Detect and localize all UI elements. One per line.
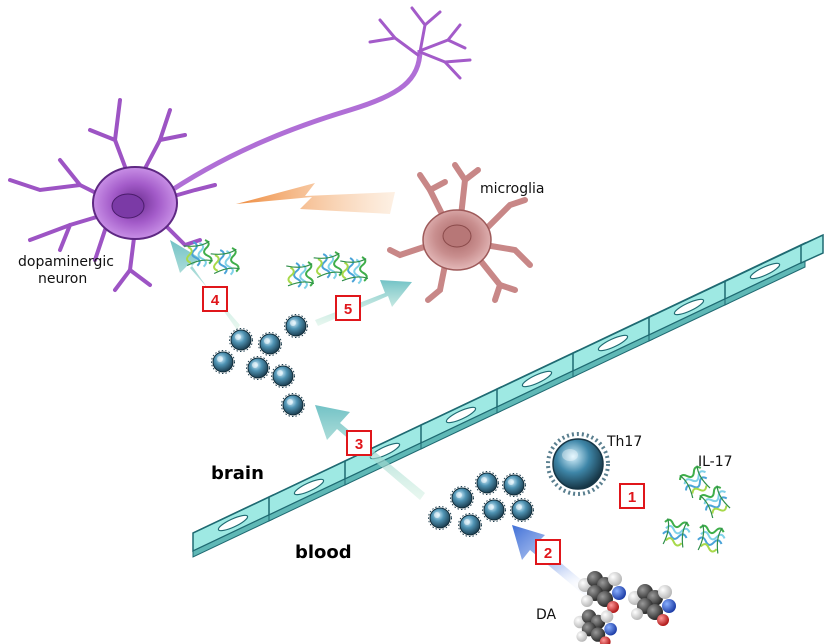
th17-cell-icon <box>546 432 610 496</box>
microglia-label: microglia <box>480 181 544 197</box>
lightning-bolt-icon <box>236 183 395 214</box>
da-label: DA <box>536 607 557 623</box>
svg-text:2: 2 <box>544 545 552 562</box>
neuron-axon <box>158 49 423 201</box>
il17-protein-icon <box>182 238 370 291</box>
barrier-cell <box>420 386 502 450</box>
tcell <box>428 506 452 530</box>
svg-text:4: 4 <box>211 292 220 309</box>
step-marker-2: 2 <box>535 539 561 565</box>
tcell <box>482 498 506 522</box>
axon-terminal <box>368 6 472 80</box>
neuron-icon <box>8 6 472 292</box>
tcell <box>450 486 474 510</box>
arrow-5 <box>315 280 412 326</box>
svg-text:1: 1 <box>628 489 636 506</box>
dopamine-molecule-icon <box>573 571 676 644</box>
tcell <box>258 332 282 356</box>
th17-label: Th17 <box>606 434 642 450</box>
barrier-cell <box>496 350 578 414</box>
brain-label: brain <box>211 463 264 484</box>
tcell <box>229 328 253 352</box>
barrier-top-edge <box>192 234 824 534</box>
tcell <box>510 498 534 522</box>
step-marker-3: 3 <box>346 430 372 456</box>
tcell <box>246 356 270 380</box>
tcell <box>502 473 526 497</box>
svg-text:3: 3 <box>355 436 363 453</box>
svg-text:5: 5 <box>344 301 352 318</box>
microglia-nucleus <box>442 224 472 248</box>
step-marker-4: 4 <box>202 286 228 312</box>
tcell <box>284 314 308 338</box>
tcell <box>271 364 295 388</box>
step-marker-5: 5 <box>335 295 361 321</box>
barrier-cell <box>192 494 274 558</box>
blood-brain-barrier-icon <box>192 233 824 558</box>
tcell-group-brain <box>211 314 308 417</box>
microglia-icon <box>387 162 533 303</box>
microglia-processes <box>387 162 533 303</box>
step-marker-1: 1 <box>619 483 645 509</box>
tcell <box>475 471 499 495</box>
tcell <box>458 513 482 537</box>
neuron-label-line2: neuron <box>38 271 87 287</box>
tcell <box>211 350 235 374</box>
tcell <box>281 393 305 417</box>
barrier-cell <box>648 278 730 342</box>
neuron-label-line1: dopaminergic <box>18 254 114 270</box>
il17-protein-icon <box>660 462 735 556</box>
blood-label: blood <box>295 542 352 563</box>
barrier-cell <box>268 458 350 522</box>
barrier-cell-end <box>800 233 824 265</box>
barrier-cell <box>572 314 654 378</box>
barrier-cell <box>724 242 806 306</box>
il17-label: IL-17 <box>698 454 733 470</box>
neuron-nucleus <box>111 193 145 219</box>
